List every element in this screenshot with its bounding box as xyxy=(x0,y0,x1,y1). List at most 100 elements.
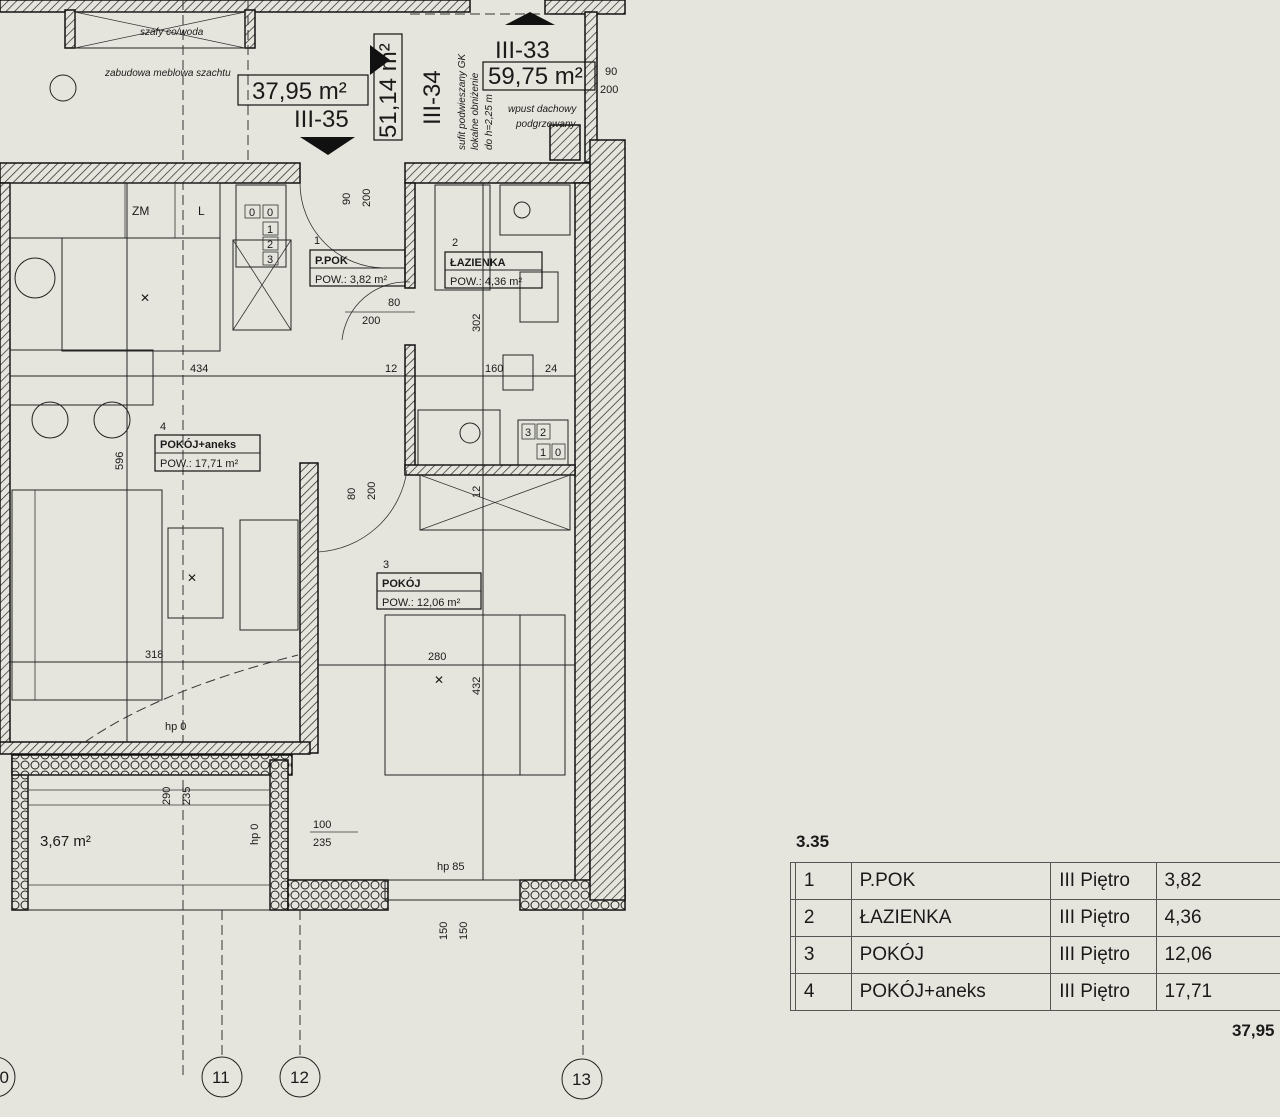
row-number: 4 xyxy=(794,973,852,1011)
meter-label: 2 xyxy=(267,239,273,251)
dim-door-width: 80 xyxy=(346,488,358,500)
dim-318: 318 xyxy=(145,649,163,661)
entrance-arrow-icon xyxy=(505,12,555,25)
dim-door-33-width: 90 xyxy=(605,66,617,78)
row-number: 3 xyxy=(794,936,852,974)
dim-door-height: 200 xyxy=(362,315,380,327)
dim-door-width: 90 xyxy=(341,193,353,205)
dim-596: 596 xyxy=(114,452,126,470)
axis-label: 10 xyxy=(0,1068,9,1087)
sill-height: hp 0 xyxy=(165,721,186,733)
floor-plan: szafy co/woda zabudowa meblowa szachtu 3… xyxy=(0,0,626,1100)
row-number: 1 xyxy=(794,862,852,900)
room-area: POW.: 17,71 m² xyxy=(160,458,239,470)
meter-label: 1 xyxy=(540,447,546,459)
meter-label: 0 xyxy=(267,207,273,219)
apartment-walls xyxy=(0,139,626,911)
room-label-2: 2 ŁAZIENKA POW.: 4,36 m² xyxy=(444,237,543,289)
unit-id-III-35: III-35 xyxy=(294,106,349,133)
unit-area-III-35: 37,95 m² xyxy=(252,78,347,105)
room-area: POW.: 3,82 m² xyxy=(315,274,387,286)
room-name: POKÓJ xyxy=(850,936,1052,974)
dim-balcony-height: 235 xyxy=(181,787,193,805)
room-name: ŁAZIENKA xyxy=(850,899,1052,937)
unit-labels: szafy co/woda zabudowa meblowa szachtu 3… xyxy=(104,12,618,155)
washer-label: L xyxy=(198,204,205,218)
dimensions: 434 12 160 24 596 318 280 432 302 12 90 … xyxy=(10,183,575,940)
room-label-1: 1 P.POK POW.: 3,82 m² xyxy=(309,235,406,287)
floor: III Piętro xyxy=(1050,936,1157,974)
dim-door-33-height: 200 xyxy=(600,84,618,96)
ceiling-note-1: sufit podwieszany GK xyxy=(457,53,468,150)
room-name: ŁAZIENKA xyxy=(450,257,506,269)
axis-label: 13 xyxy=(572,1070,591,1089)
room-name: POKÓJ xyxy=(382,577,421,590)
dim-window-width: 100 xyxy=(313,819,331,831)
room-area: POW.: 12,06 m² xyxy=(382,597,461,609)
row-number: 2 xyxy=(794,899,852,937)
dim-door-width: 80 xyxy=(388,297,400,309)
room-name: POKÓJ+aneks xyxy=(160,438,236,451)
room-label-3: 3 POKÓJ POW.: 12,06 m² xyxy=(376,559,482,610)
svg-text:✕: ✕ xyxy=(140,291,150,305)
drain-note-2: podgrzewany xyxy=(515,119,576,130)
ceiling-note-2: lokalne obniżenie xyxy=(470,72,481,150)
dim-sill: 150 xyxy=(458,922,470,940)
room-number: 4 xyxy=(160,421,166,433)
sill-height: hp 85 xyxy=(437,861,465,873)
dim-window-height: 235 xyxy=(313,837,331,849)
ceiling-note-3: do h=2,25 m xyxy=(484,94,495,150)
axis-label: 11 xyxy=(212,1068,230,1087)
svg-text:✕: ✕ xyxy=(187,571,197,585)
upper-walls xyxy=(0,0,626,1080)
dim-door-height: 200 xyxy=(366,482,378,500)
unit-id-III-34: III-34 xyxy=(419,70,446,125)
dim-24: 24 xyxy=(545,363,557,375)
dim-160: 160 xyxy=(485,363,503,375)
room-area: 4,36 xyxy=(1155,899,1280,937)
room-name: P.POK xyxy=(315,255,348,267)
sill-height: hp 0 xyxy=(249,824,261,845)
shaft-furniture-note: zabudowa meblowa szachtu xyxy=(104,68,231,79)
dim-302: 302 xyxy=(471,314,483,332)
room-number: 1 xyxy=(314,235,320,247)
meter-label: 3 xyxy=(525,427,531,439)
meter-label: 2 xyxy=(540,427,546,439)
room-number: 2 xyxy=(452,237,458,249)
dim-280: 280 xyxy=(428,651,446,663)
room-area: POW.: 4,36 m² xyxy=(450,276,522,288)
dim-434: 434 xyxy=(190,363,208,375)
meter-label: 3 xyxy=(267,254,273,266)
svg-text:✕: ✕ xyxy=(434,673,444,687)
floor: III Piętro xyxy=(1050,973,1157,1011)
meter-label: 0 xyxy=(555,447,561,459)
unit-id-III-33: III-33 xyxy=(495,37,550,64)
dim-sill: 150 xyxy=(438,922,450,940)
total-area: 37,95 m² xyxy=(1231,1021,1280,1040)
entrance-arrow-icon xyxy=(300,137,355,155)
room-area: 17,71 xyxy=(1155,973,1280,1011)
floor: III Piętro xyxy=(1050,899,1157,937)
axis-label: 12 xyxy=(290,1068,309,1087)
dim-12: 12 xyxy=(385,363,397,375)
room-label-4: 4 POKÓJ+aneks POW.: 17,71 m² xyxy=(154,421,261,472)
meter-label: 0 xyxy=(249,207,255,219)
meter-label: 1 xyxy=(267,224,273,236)
room-name: POKÓJ+aneks xyxy=(850,973,1052,1011)
floor: III Piętro xyxy=(1050,862,1157,900)
room-name: P.POK xyxy=(850,862,1052,900)
fixtures: ZM L ✕ ✕ ✕ xyxy=(9,182,571,776)
unit-area-III-33: 59,75 m² xyxy=(488,63,583,90)
fridge-label: ZM xyxy=(132,204,149,218)
room-labels: 1 P.POK POW.: 3,82 m² 2 ŁAZIENKA POW.: 4… xyxy=(40,235,543,850)
dim-432: 432 xyxy=(471,677,483,695)
dim-balcony-width: 290 xyxy=(161,787,173,805)
balcony-area: 3,67 m² xyxy=(40,833,91,850)
drain-note-1: wpust dachowy xyxy=(508,104,577,115)
